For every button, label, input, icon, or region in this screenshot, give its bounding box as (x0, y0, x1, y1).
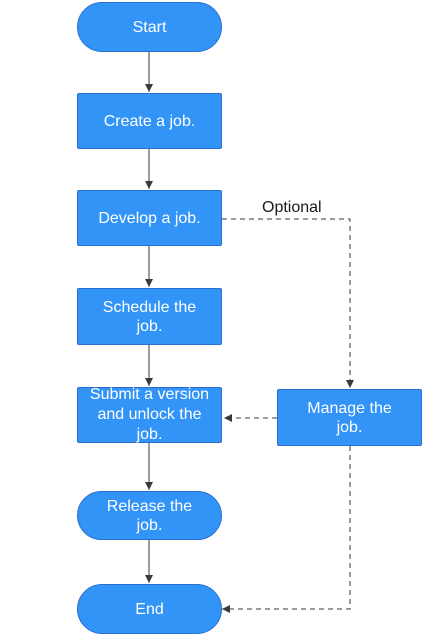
node-create-job: Create a job. (77, 93, 222, 149)
node-start: Start (77, 2, 222, 52)
node-end-label: End (135, 600, 164, 618)
node-manage-job-label: Manage the job. (307, 399, 392, 436)
node-schedule-job-label: Schedule the job. (102, 298, 197, 335)
node-develop-job-label: Develop a job. (98, 209, 201, 227)
node-develop-job: Develop a job. (77, 190, 222, 246)
node-schedule-job: Schedule the job. (77, 288, 222, 345)
node-release-job: Release the job. (77, 491, 222, 540)
node-start-label: Start (132, 18, 167, 36)
node-submit-version: Submit a version and unlock the job. (77, 386, 222, 443)
node-release-job-label: Release the job. (106, 497, 193, 534)
edge-manage-end (222, 446, 351, 613)
node-end: End (77, 584, 222, 634)
node-manage-job: Manage the job. (277, 389, 422, 446)
optional-label: Optional (262, 199, 322, 216)
node-submit-version-label: Submit a version and unlock the job. (89, 386, 210, 443)
node-create-job-label: Create a job. (103, 112, 196, 130)
edge-develop-manage (222, 218, 354, 388)
